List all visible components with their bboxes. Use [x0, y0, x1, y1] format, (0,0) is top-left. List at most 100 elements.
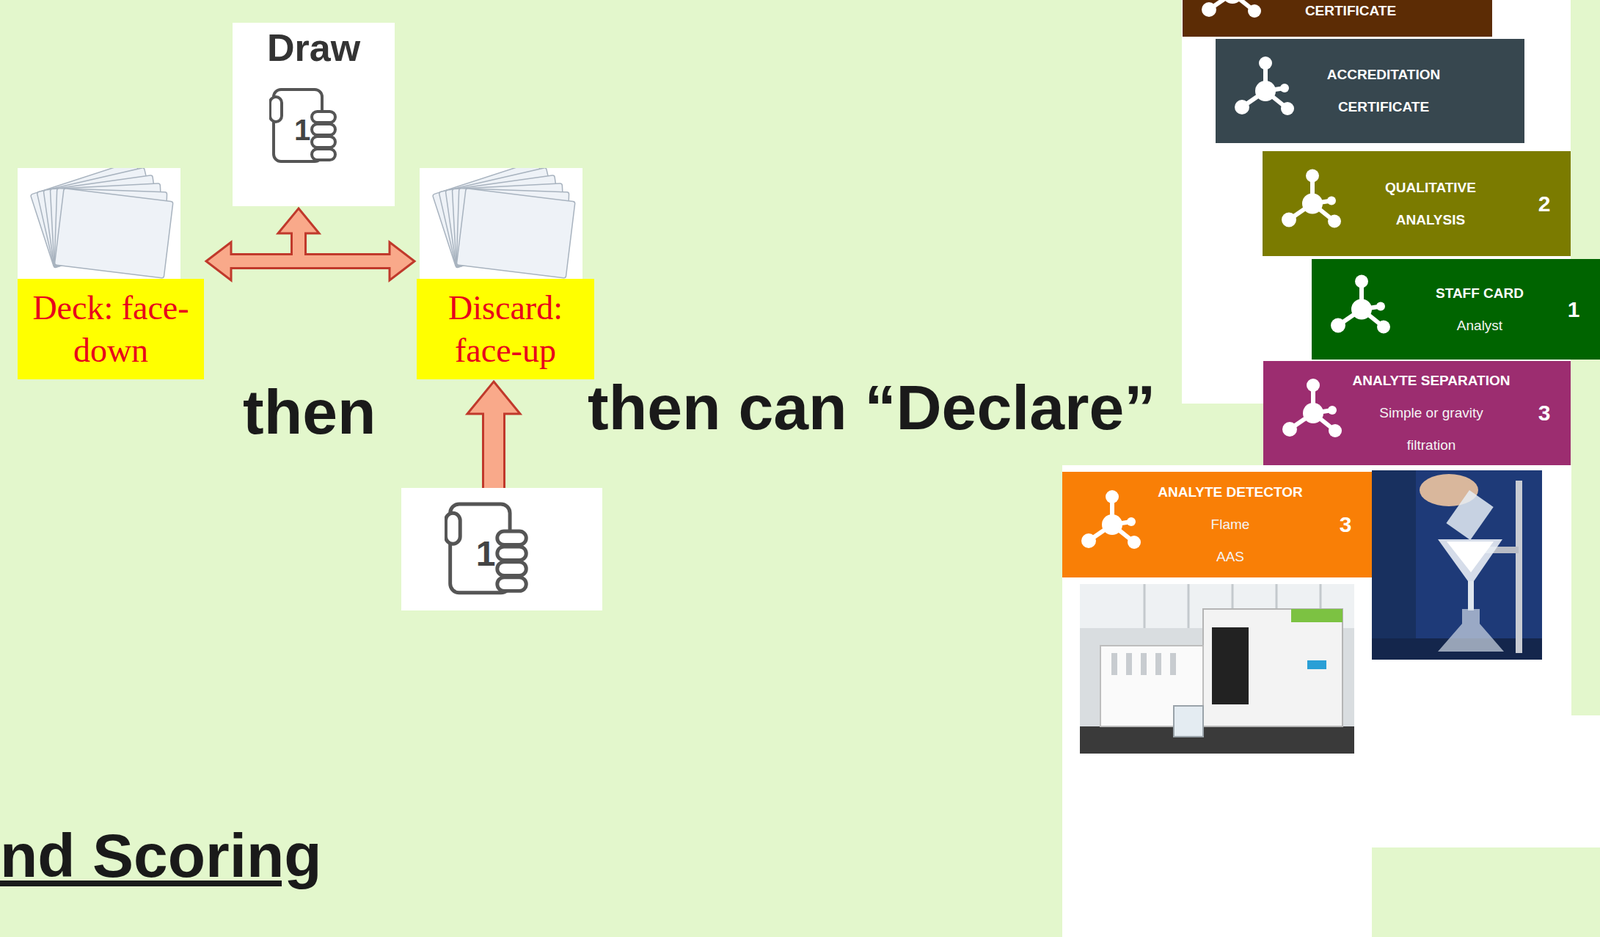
atom [1127, 535, 1141, 549]
hand-card-icon [445, 503, 526, 593]
aas-instrument-photo [1079, 583, 1355, 754]
pile-label-box: Discard: face-up [416, 278, 595, 380]
atom [1376, 320, 1391, 334]
discard-pile: Discard: face-up [416, 167, 595, 380]
card-text-column: ANALYTE SEPARATIONSimple or gravity filt… [1336, 360, 1526, 466]
atom [1282, 421, 1298, 437]
molecule-icon [1234, 56, 1295, 116]
draw-box: Draw1 [232, 22, 395, 207]
stacked-card [54, 188, 174, 279]
figure-detail [1371, 470, 1416, 660]
game-card: QUALITATIVE ANALYSIS 2 [1262, 151, 1571, 257]
figure-detail [1437, 539, 1503, 582]
figure-detail [1143, 583, 1146, 628]
card-count: 1 [476, 536, 496, 572]
game-card: STAFF CARDAnalyst1 [1311, 258, 1600, 360]
atom [1376, 302, 1386, 312]
pile-label-box: Deck: face-down [17, 278, 204, 380]
atom [1101, 514, 1123, 535]
card-icon-area [1215, 38, 1525, 144]
stacked-card [456, 188, 576, 279]
card-title: STAFF CARD [1435, 277, 1524, 310]
figure-detail [1079, 726, 1355, 754]
figure-detail [1371, 470, 1543, 660]
discard-card-box: 1 [401, 487, 603, 611]
figure-detail [1062, 465, 1372, 937]
figure-detail [1445, 490, 1493, 540]
card-text-column: ANALYTE DETECTORFlame AAS [1135, 471, 1325, 578]
step-text: then can “Declare” [587, 371, 1156, 444]
card-text-column: STAFF CARDAnalyst [1385, 258, 1575, 360]
finger [497, 546, 526, 561]
figure-detail [1203, 608, 1343, 727]
molecule-icon [1282, 378, 1342, 438]
atom [1105, 490, 1119, 504]
game-card: ANALYTE SEPARATIONSimple or gravity filt… [1263, 360, 1571, 466]
card-number: 2 [1538, 192, 1551, 215]
atom [1330, 318, 1346, 334]
atom [1351, 299, 1372, 320]
figure-detail [1307, 660, 1327, 670]
figure-detail [1515, 480, 1523, 653]
atom [1247, 4, 1262, 18]
figure-detail [1126, 652, 1132, 675]
atom [1302, 193, 1323, 215]
atom [1201, 2, 1217, 17]
action-title: Draw [232, 22, 395, 69]
atom [1305, 169, 1320, 183]
pile-label: Discard: face-up [424, 286, 587, 372]
molecule-icon [1330, 275, 1391, 334]
molecule-icon [1081, 490, 1141, 549]
card-text-column: QUALITATIVE ANALYSIS [1335, 151, 1526, 257]
atom [1081, 533, 1097, 549]
card-pile-picture [17, 167, 181, 279]
atom [1302, 402, 1324, 424]
card-number: 1 [1567, 298, 1581, 321]
card-title: ANALYTE DETECTOR [1157, 476, 1303, 509]
figure-detail [1446, 541, 1494, 573]
game-card: ACCREDITATION CERTIFICATE [1215, 38, 1525, 144]
molecule-icon [1281, 169, 1342, 229]
section-heading: nd Scoring [0, 820, 323, 892]
atom [1280, 83, 1289, 93]
step-text: then [242, 375, 377, 449]
filtration-photo [1371, 470, 1543, 660]
figure-detail [1187, 583, 1190, 628]
card-icon-area [1311, 258, 1600, 360]
label-anchor: then can “Declare” [587, 371, 1156, 444]
figure-detail [1371, 465, 1572, 848]
card-title: QUALITATIVE ANALYSIS [1360, 171, 1501, 237]
atom [1327, 405, 1337, 415]
card-number-slot: 3 [1528, 360, 1561, 466]
finger [311, 148, 336, 160]
card-number-slot: 1 [1557, 258, 1590, 360]
pile-label: Deck: face-down [30, 286, 192, 372]
card-subtitle: Analyst [1456, 309, 1503, 342]
thumb [269, 96, 282, 122]
card-number: 3 [1339, 513, 1353, 536]
figure-detail [1211, 627, 1249, 705]
atom [1222, 0, 1243, 4]
hand-card-icon [269, 89, 336, 162]
card-title: CERTIFICATE [1305, 0, 1397, 23]
card-icon-area [1262, 151, 1571, 257]
card-number-slot: 3 [1329, 471, 1362, 578]
finger [497, 577, 526, 592]
atom [1281, 212, 1297, 228]
deck-pile: Deck: face-down [17, 167, 204, 380]
game-card: ANALYTE DETECTORFlame AAS 3 [1062, 471, 1372, 578]
molecule-icon [1201, 0, 1262, 18]
figure-detail [1437, 608, 1504, 652]
figure-detail [1111, 652, 1176, 675]
figure-detail [1155, 652, 1162, 675]
figure-detail [1173, 705, 1204, 737]
figure-detail [1291, 608, 1343, 623]
card-subtitle: Flame AAS [1203, 508, 1257, 573]
atom [1126, 517, 1136, 526]
atom [1327, 214, 1342, 229]
figure-detail [1140, 652, 1147, 675]
atom [1306, 378, 1320, 392]
card-text-column: ACCREDITATION CERTIFICATE [1288, 38, 1479, 144]
atom [1328, 424, 1342, 438]
atom [1255, 80, 1276, 102]
